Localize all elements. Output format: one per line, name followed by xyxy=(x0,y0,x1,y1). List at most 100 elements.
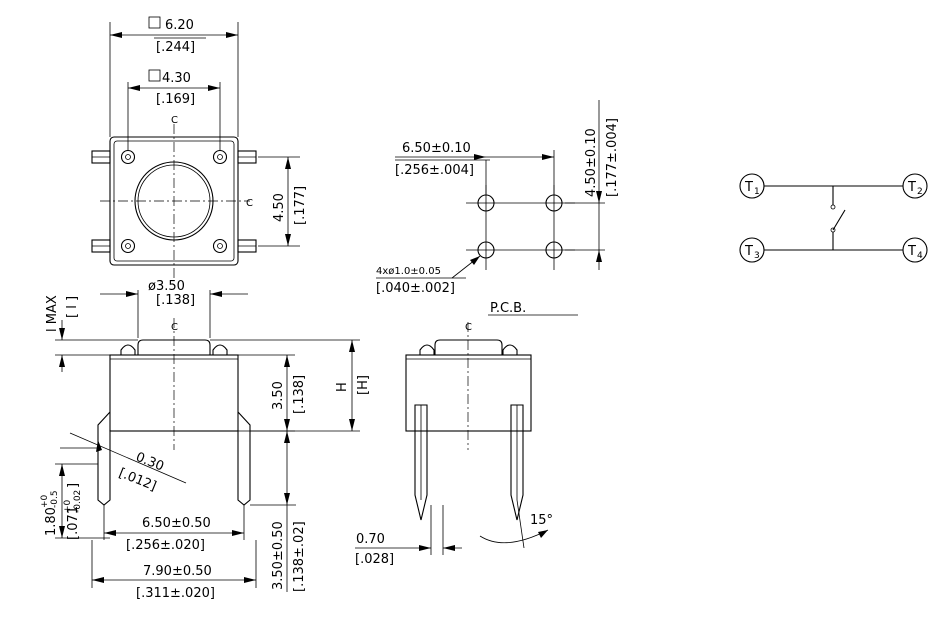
front-view: C ø3.50 [.138] l MAX [ l ] xyxy=(40,279,371,601)
pcb-hole-spec: 4xø1.0±0.05 [.040±.002] xyxy=(376,255,481,296)
corner-post-br-center xyxy=(217,243,223,249)
outer-square-value-in: [.244] xyxy=(156,40,195,55)
corner-post-tr-center xyxy=(217,154,223,160)
pcb-pitch-x-dimension: 6.50±0.10 [.256±.004] xyxy=(395,141,555,195)
front-view-post-right xyxy=(212,344,228,355)
lead-width-value-in: [.028] xyxy=(355,552,394,567)
pcb-hole-bl xyxy=(477,241,495,259)
svg-text:T: T xyxy=(907,180,916,195)
pcb-pitch-y-dimension: 4.50±0.10 [.177±.004] xyxy=(565,100,620,270)
svg-text:T: T xyxy=(744,180,753,195)
total-height-value-in: [H] xyxy=(356,375,371,395)
lead-pitch-value-in: [.256±.020] xyxy=(126,538,205,553)
terminal-t3: T 3 xyxy=(739,237,765,263)
lead-length-value: 3.50±0.50 xyxy=(271,521,286,590)
pcb-pitch-x-value: 6.50±0.10 xyxy=(402,141,471,156)
pcb-hole-br xyxy=(545,241,563,259)
l-max-value-in: [ l ] xyxy=(65,296,80,318)
pcb-hole-spec-value-in: [.040±.002] xyxy=(376,281,455,296)
lead-pitch-dimension: 6.50±0.50 [.256±.020] xyxy=(103,505,245,553)
side-view-lead-left xyxy=(414,404,428,521)
square-symbol-icon-2 xyxy=(148,69,161,82)
inner-square-value: 4.30 xyxy=(162,71,191,86)
svg-text:4: 4 xyxy=(917,251,923,261)
button-diameter-dimension: ø3.50 [.138] xyxy=(100,279,248,338)
pcb-pitch-x-value-in: [.256±.004] xyxy=(395,163,474,178)
svg-text:3: 3 xyxy=(754,251,760,261)
front-view-lead-right xyxy=(237,411,251,506)
corner-post-tr xyxy=(212,149,228,165)
pcb-pitch-y-value-in: [.177±.004] xyxy=(605,118,620,197)
body-height-value-in: [.138] xyxy=(292,375,307,414)
terminal-t2: T 2 xyxy=(902,173,928,199)
side-height-value-in: [.177] xyxy=(293,186,308,225)
foot-height-tol-minus: -0.5 xyxy=(50,490,60,508)
top-view-center-mark-side: C xyxy=(246,198,253,209)
lead-length-dimension: 3.50±0.50 [.138±.02] xyxy=(250,431,307,592)
side-view-post-left xyxy=(419,344,435,355)
square-symbol-icon xyxy=(148,16,161,29)
total-height-value: H xyxy=(335,382,350,392)
terminal-t4: T 4 xyxy=(902,237,928,263)
lead-span-value: 7.90±0.50 xyxy=(143,564,212,579)
bend-angle-value: 15° xyxy=(530,513,553,528)
button-diameter-value: ø3.50 xyxy=(148,279,185,294)
pcb-pitch-y-value: 4.50±0.10 xyxy=(584,128,599,197)
front-view-post-left xyxy=(120,344,136,355)
body-height-value: 3.50 xyxy=(271,381,286,410)
lead-thickness-value: 0.30 xyxy=(134,450,166,475)
corner-post-bl xyxy=(120,238,136,254)
foot-height-in-tol-plus: +0 xyxy=(63,499,73,513)
corner-post-tl xyxy=(120,149,136,165)
switch-blade xyxy=(832,209,846,231)
pcb-hole-spec-value: 4xø1.0±0.05 xyxy=(376,266,441,277)
corner-post-br xyxy=(212,238,228,254)
svg-text:1: 1 xyxy=(754,187,760,197)
svg-text:2: 2 xyxy=(917,187,923,197)
side-view-lead-right xyxy=(510,404,524,521)
foot-height-in-close: ] xyxy=(66,483,81,488)
outer-square-value: 6.20 xyxy=(165,18,194,33)
foot-height-value-in: [.071 xyxy=(66,506,81,540)
top-view-terminal-tabs xyxy=(91,150,257,253)
svg-text:T: T xyxy=(907,244,916,259)
bend-angle-dimension: 15° xyxy=(479,499,553,549)
side-view: C P.C.B. 0.70 [.028] 15° xyxy=(355,301,578,567)
side-height-value: 4.50 xyxy=(272,193,287,222)
total-height-dimension: H [H] xyxy=(210,339,371,432)
lead-pitch-value: 6.50±0.50 xyxy=(142,516,211,531)
svg-text:T: T xyxy=(744,244,753,259)
side-view-body xyxy=(405,354,532,432)
l-max-dimension: l MAX [ l ] xyxy=(45,295,138,372)
front-view-lead-left xyxy=(97,411,111,506)
terminal-t1: T 1 xyxy=(739,173,765,199)
top-view-center-mark: C xyxy=(171,115,178,126)
corner-post-bl-center xyxy=(125,243,131,249)
outer-square-dimension: 6.20 [.244] xyxy=(109,16,239,137)
switch-contact-top xyxy=(830,204,836,210)
side-view-plunger xyxy=(434,339,503,355)
switch-contact-bottom xyxy=(830,227,836,233)
inner-square-dimension: 4.30 [.169] xyxy=(127,69,221,150)
side-view-post-right xyxy=(502,344,518,355)
pcb-layout: 6.50±0.10 [.256±.004] 4.50±0.10 [.177±.0… xyxy=(376,100,620,296)
switch-schematic: T 1 T 2 T 3 T 4 xyxy=(739,173,928,263)
top-view: C C 6.20 [.244] 4.30 [.169] xyxy=(91,16,308,278)
inner-square-value-in: [.169] xyxy=(156,92,195,107)
lead-length-value-in: [.138±.02] xyxy=(292,521,307,592)
button-diameter-value-in: [.138] xyxy=(156,293,195,308)
l-max-value: l MAX xyxy=(45,295,60,332)
side-view-center-mark: C xyxy=(465,322,472,333)
lead-width-value: 0.70 xyxy=(356,532,385,547)
foot-height-in-tol-minus: -0.02 xyxy=(73,490,83,513)
side-height-dimension: 4.50 [.177] xyxy=(258,156,308,247)
lead-span-dimension: 7.90±0.50 [.311±.020] xyxy=(91,540,257,601)
foot-height-dimension: 1.80 +0 -0.5 [.071 +0 -0.02 ] xyxy=(40,463,110,540)
pcb-label: P.C.B. xyxy=(490,301,526,316)
body-height-dimension: 3.50 [.138] xyxy=(238,354,307,432)
corner-post-tl-center xyxy=(125,154,131,160)
foot-height-tol-plus: +0 xyxy=(40,494,50,508)
foot-height-value: 1.80 xyxy=(44,507,59,536)
